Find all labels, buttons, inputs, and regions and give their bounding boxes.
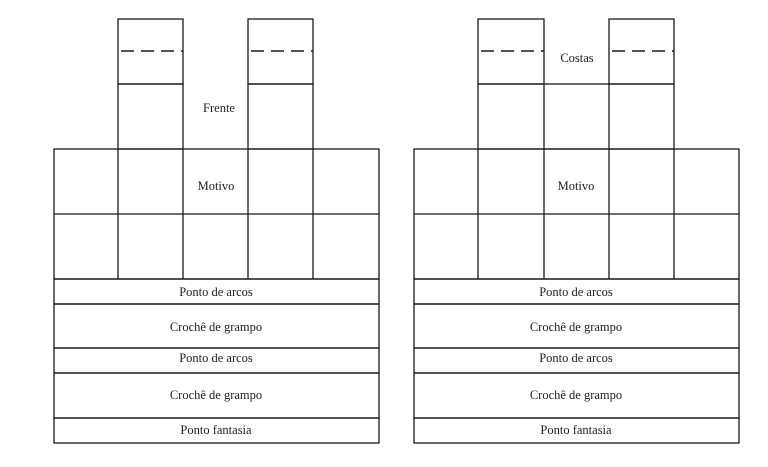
back-band-2-label: Crochê de grampo [530, 320, 622, 334]
back-band-3-label: Ponto de arcos [539, 351, 613, 365]
back-label: Costas [560, 51, 593, 65]
back-upper-section [477, 83, 675, 150]
front-band-5 [53, 417, 380, 444]
back-panel: Costas Motivo Ponto de arcos Crochê de g… [413, 18, 740, 444]
back-band-5 [413, 417, 740, 444]
front-band-1-label: Ponto de arcos [179, 285, 253, 299]
back-band-4-label: Crochê de grampo [530, 388, 622, 402]
front-band-2-label: Crochê de grampo [170, 320, 262, 334]
front-right-strap-bottom [247, 83, 314, 150]
front-band-5-label: Ponto fantasia [180, 423, 252, 437]
back-band-1-label: Ponto de arcos [539, 285, 613, 299]
front-band-4-label: Crochê de grampo [170, 388, 262, 402]
back-band-5-label: Ponto fantasia [540, 423, 612, 437]
front-left-strap-bottom [117, 83, 184, 150]
front-motif-label: Motivo [198, 179, 235, 193]
front-panel: Frente Motivo Ponto de arcos Crochê de g… [53, 18, 380, 444]
back-motif-label: Motivo [558, 179, 595, 193]
front-band-3-label: Ponto de arcos [179, 351, 253, 365]
front-label: Frente [203, 101, 235, 115]
